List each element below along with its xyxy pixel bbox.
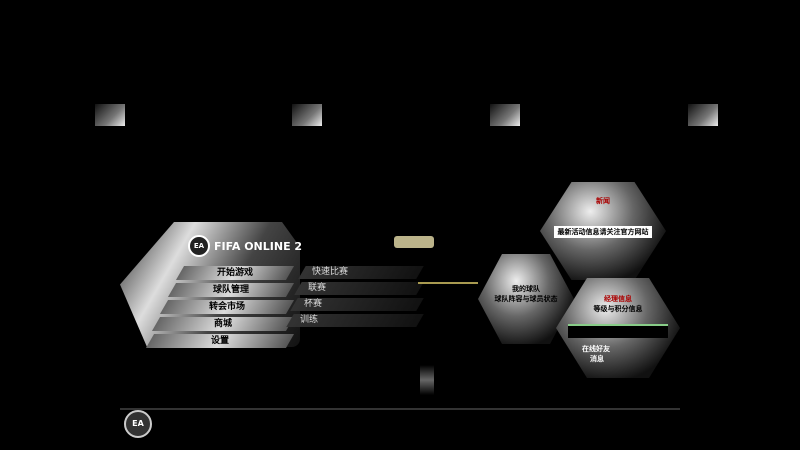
sub-menu-item[interactable]: 杯赛 <box>290 298 424 311</box>
hex-title: 新闻 <box>596 197 610 205</box>
ea-footer-logo: EA <box>124 410 152 438</box>
menu-item[interactable]: 设置 <box>145 334 295 348</box>
progress-bar <box>568 324 668 338</box>
main-menu: 开始游戏 球队管理 转会市场 商城 设置 <box>145 266 295 348</box>
hex-footer-2[interactable]: 消息 <box>590 355 604 363</box>
menu-item[interactable]: 转会市场 <box>159 300 295 314</box>
manager-hex[interactable]: 经理信息 等级与积分信息 在线好友 消息 <box>556 278 680 378</box>
thumbnail-2[interactable] <box>292 104 322 126</box>
game-logo: EA FIFA ONLINE 2 <box>188 235 358 257</box>
gold-divider <box>418 282 478 284</box>
hex-footer-1[interactable]: 在线好友 <box>582 345 610 353</box>
currency-badge[interactable] <box>394 236 434 248</box>
hex-text: 球队阵容与球员状态 <box>494 295 558 303</box>
bottom-bar <box>120 408 680 410</box>
pitch-light <box>420 365 434 395</box>
sub-menu-item[interactable]: 快速比赛 <box>298 266 424 279</box>
hex-text: 等级与积分信息 <box>593 305 643 313</box>
logo-text: FIFA ONLINE 2 <box>214 239 303 253</box>
thumbnail-1[interactable] <box>95 104 125 126</box>
menu-item[interactable]: 商城 <box>151 317 295 331</box>
menu-item[interactable]: 球队管理 <box>167 283 295 297</box>
sub-menu-item[interactable]: 训练 <box>286 314 424 327</box>
hex-text: 最新活动信息请关注官方网站 <box>554 226 652 238</box>
hex-title: 我的球队 <box>512 285 540 293</box>
hex-title: 经理信息 <box>604 295 632 303</box>
news-hex[interactable]: 新闻 最新活动信息请关注官方网站 <box>540 182 666 280</box>
thumbnail-4[interactable] <box>688 104 718 126</box>
thumbnail-3[interactable] <box>490 104 520 126</box>
sub-menu: 快速比赛 联赛 杯赛 训练 <box>286 266 424 327</box>
ea-logo-icon: EA <box>188 235 210 257</box>
sub-menu-item[interactable]: 联赛 <box>294 282 424 295</box>
menu-item[interactable]: 开始游戏 <box>175 266 295 280</box>
